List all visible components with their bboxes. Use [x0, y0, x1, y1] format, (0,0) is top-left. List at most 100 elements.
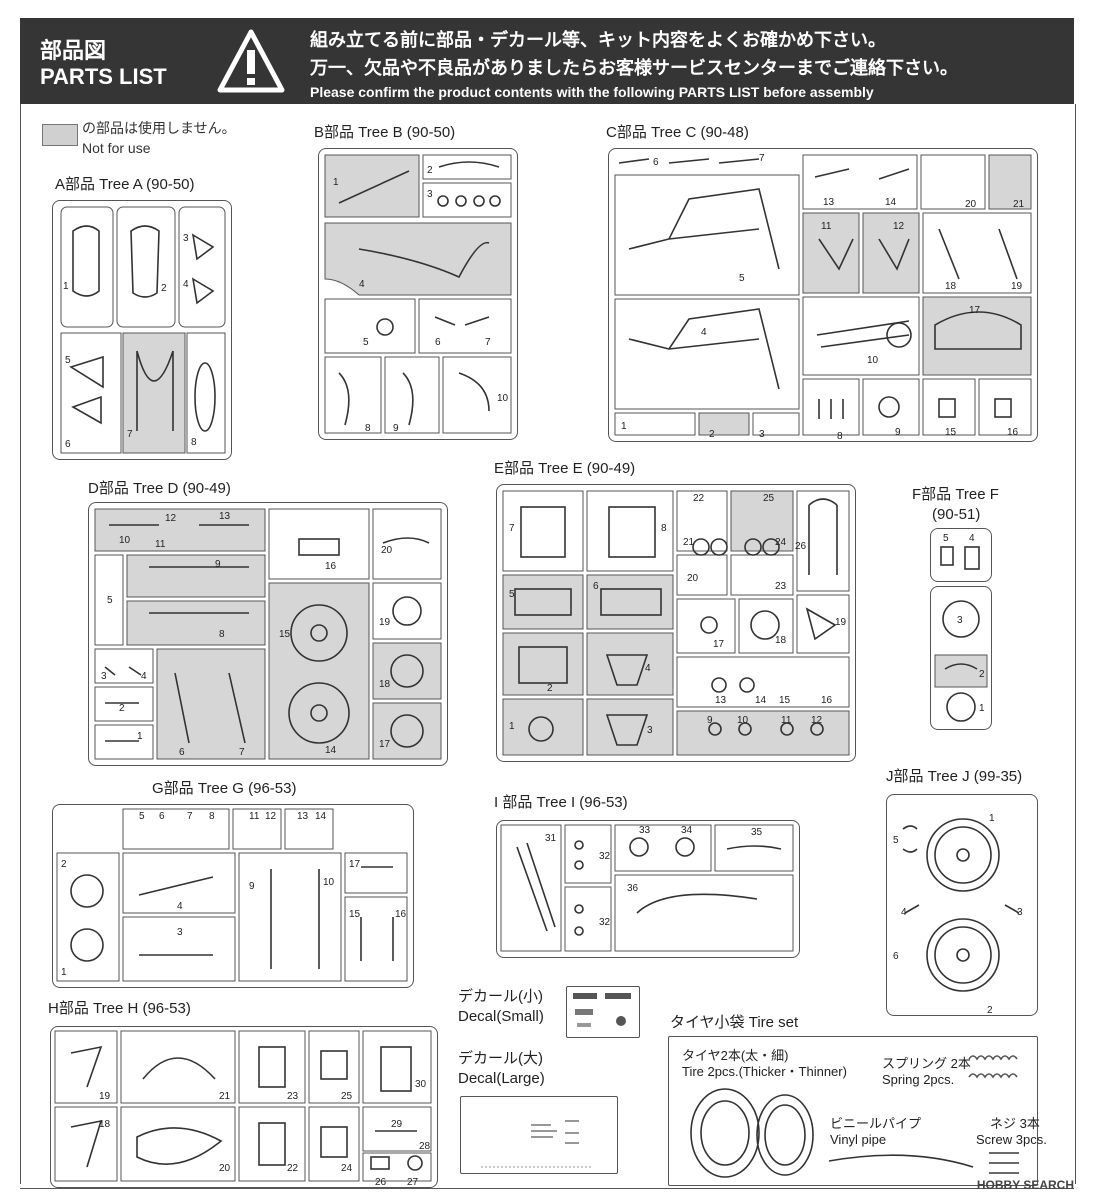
svg-text:20: 20: [687, 573, 699, 584]
svg-text:5: 5: [363, 337, 369, 348]
svg-text:4: 4: [183, 279, 189, 290]
svg-text:24: 24: [341, 1163, 353, 1174]
svg-text:4: 4: [969, 533, 975, 544]
svg-text:3: 3: [183, 233, 189, 244]
svg-text:21: 21: [683, 537, 695, 548]
warning-triangle-icon: [217, 29, 285, 93]
svg-text:3: 3: [1017, 907, 1023, 918]
svg-text:29: 29: [391, 1119, 403, 1130]
svg-text:19: 19: [1011, 281, 1023, 292]
legend-en: Not for use: [82, 140, 151, 156]
svg-text:3: 3: [427, 189, 433, 200]
spring-label-jp: スプリング 2本: [882, 1056, 971, 1071]
svg-text:1: 1: [333, 177, 339, 188]
svg-text:7: 7: [239, 747, 245, 758]
svg-text:10: 10: [119, 535, 131, 546]
svg-text:14: 14: [325, 745, 337, 756]
svg-text:19: 19: [835, 617, 847, 628]
svg-text:6: 6: [593, 581, 599, 592]
not-used-swatch: [42, 124, 78, 146]
svg-text:9: 9: [707, 715, 713, 726]
svg-text:12: 12: [893, 221, 905, 232]
svg-text:2: 2: [427, 165, 433, 176]
svg-text:27: 27: [407, 1177, 419, 1187]
svg-text:1: 1: [61, 967, 67, 978]
svg-text:6: 6: [179, 747, 185, 758]
svg-text:9: 9: [249, 881, 255, 892]
decal-large-sheet: [460, 1096, 618, 1174]
svg-text:13: 13: [219, 511, 231, 522]
decal-small-sheet: [566, 986, 640, 1038]
svg-text:2: 2: [547, 683, 553, 694]
svg-text:12: 12: [165, 513, 177, 524]
svg-text:9: 9: [215, 559, 221, 570]
svg-text:1: 1: [63, 281, 69, 292]
svg-text:2: 2: [61, 859, 67, 870]
svg-text:12: 12: [265, 811, 277, 822]
tree-a-label: A部品 Tree A (90-50): [55, 176, 195, 193]
svg-text:4: 4: [901, 907, 907, 918]
header-line-3: Please confirm the product contents with…: [310, 84, 874, 100]
svg-text:3: 3: [177, 927, 183, 938]
svg-text:5: 5: [893, 835, 899, 846]
svg-text:2: 2: [161, 283, 167, 294]
svg-text:1: 1: [989, 813, 995, 824]
svg-text:5: 5: [107, 595, 113, 606]
svg-text:13: 13: [297, 811, 309, 822]
svg-text:25: 25: [341, 1091, 353, 1102]
svg-text:17: 17: [713, 639, 725, 650]
svg-text:8: 8: [837, 431, 843, 441]
tree-b-label: B部品 Tree B (90-50): [314, 124, 456, 141]
svg-text:5: 5: [739, 273, 745, 284]
svg-text:3: 3: [957, 615, 963, 626]
svg-text:10: 10: [323, 877, 335, 888]
tree-d-label: D部品 Tree D (90-49): [88, 480, 231, 497]
svg-text:11: 11: [821, 221, 832, 232]
svg-text:15: 15: [349, 909, 361, 920]
parts-list-title: 部品図 PARTS LIST: [40, 38, 167, 90]
svg-text:11: 11: [781, 715, 792, 726]
svg-text:10: 10: [497, 393, 509, 404]
legend-text: の部品は使用しません。 Not for use: [82, 118, 236, 158]
svg-text:23: 23: [287, 1091, 299, 1102]
svg-text:21: 21: [1013, 199, 1025, 210]
svg-text:15: 15: [779, 695, 791, 706]
svg-text:19: 19: [379, 617, 391, 628]
svg-text:19: 19: [99, 1091, 111, 1102]
svg-text:1: 1: [979, 703, 985, 714]
svg-text:4: 4: [177, 901, 183, 912]
svg-text:14: 14: [755, 695, 767, 706]
page-bottom-rule: [20, 1188, 1074, 1189]
svg-text:2: 2: [119, 703, 125, 714]
svg-text:10: 10: [867, 355, 879, 366]
svg-text:21: 21: [219, 1091, 231, 1102]
svg-text:20: 20: [219, 1163, 231, 1174]
svg-text:32: 32: [599, 917, 611, 928]
svg-text:8: 8: [209, 811, 215, 822]
svg-text:2: 2: [709, 429, 715, 440]
spring-label-en: Spring 2pcs.: [882, 1072, 955, 1087]
svg-text:34: 34: [681, 825, 693, 836]
screw-label-en: Screw 3pcs.: [976, 1132, 1047, 1147]
svg-text:22: 22: [693, 493, 705, 504]
tree-g-label: G部品 Tree G (96-53): [152, 780, 297, 797]
svg-text:3: 3: [647, 725, 653, 736]
svg-text:10: 10: [737, 715, 749, 726]
tree-j-label: J部品 Tree J (99-35): [886, 768, 1023, 785]
svg-text:17: 17: [379, 739, 391, 750]
svg-text:5: 5: [139, 811, 145, 822]
svg-text:26: 26: [375, 1177, 387, 1187]
header-line-2: 万一、欠品や不良品がありましたらお客様サービスセンターまでご連絡下さい。: [310, 58, 958, 78]
svg-text:8: 8: [365, 423, 371, 434]
svg-text:28: 28: [419, 1141, 431, 1152]
svg-text:18: 18: [99, 1119, 111, 1130]
svg-text:13: 13: [715, 695, 727, 706]
screw-label-jp: ネジ 3本: [990, 1116, 1040, 1131]
tire-set-box: [668, 1036, 1038, 1186]
